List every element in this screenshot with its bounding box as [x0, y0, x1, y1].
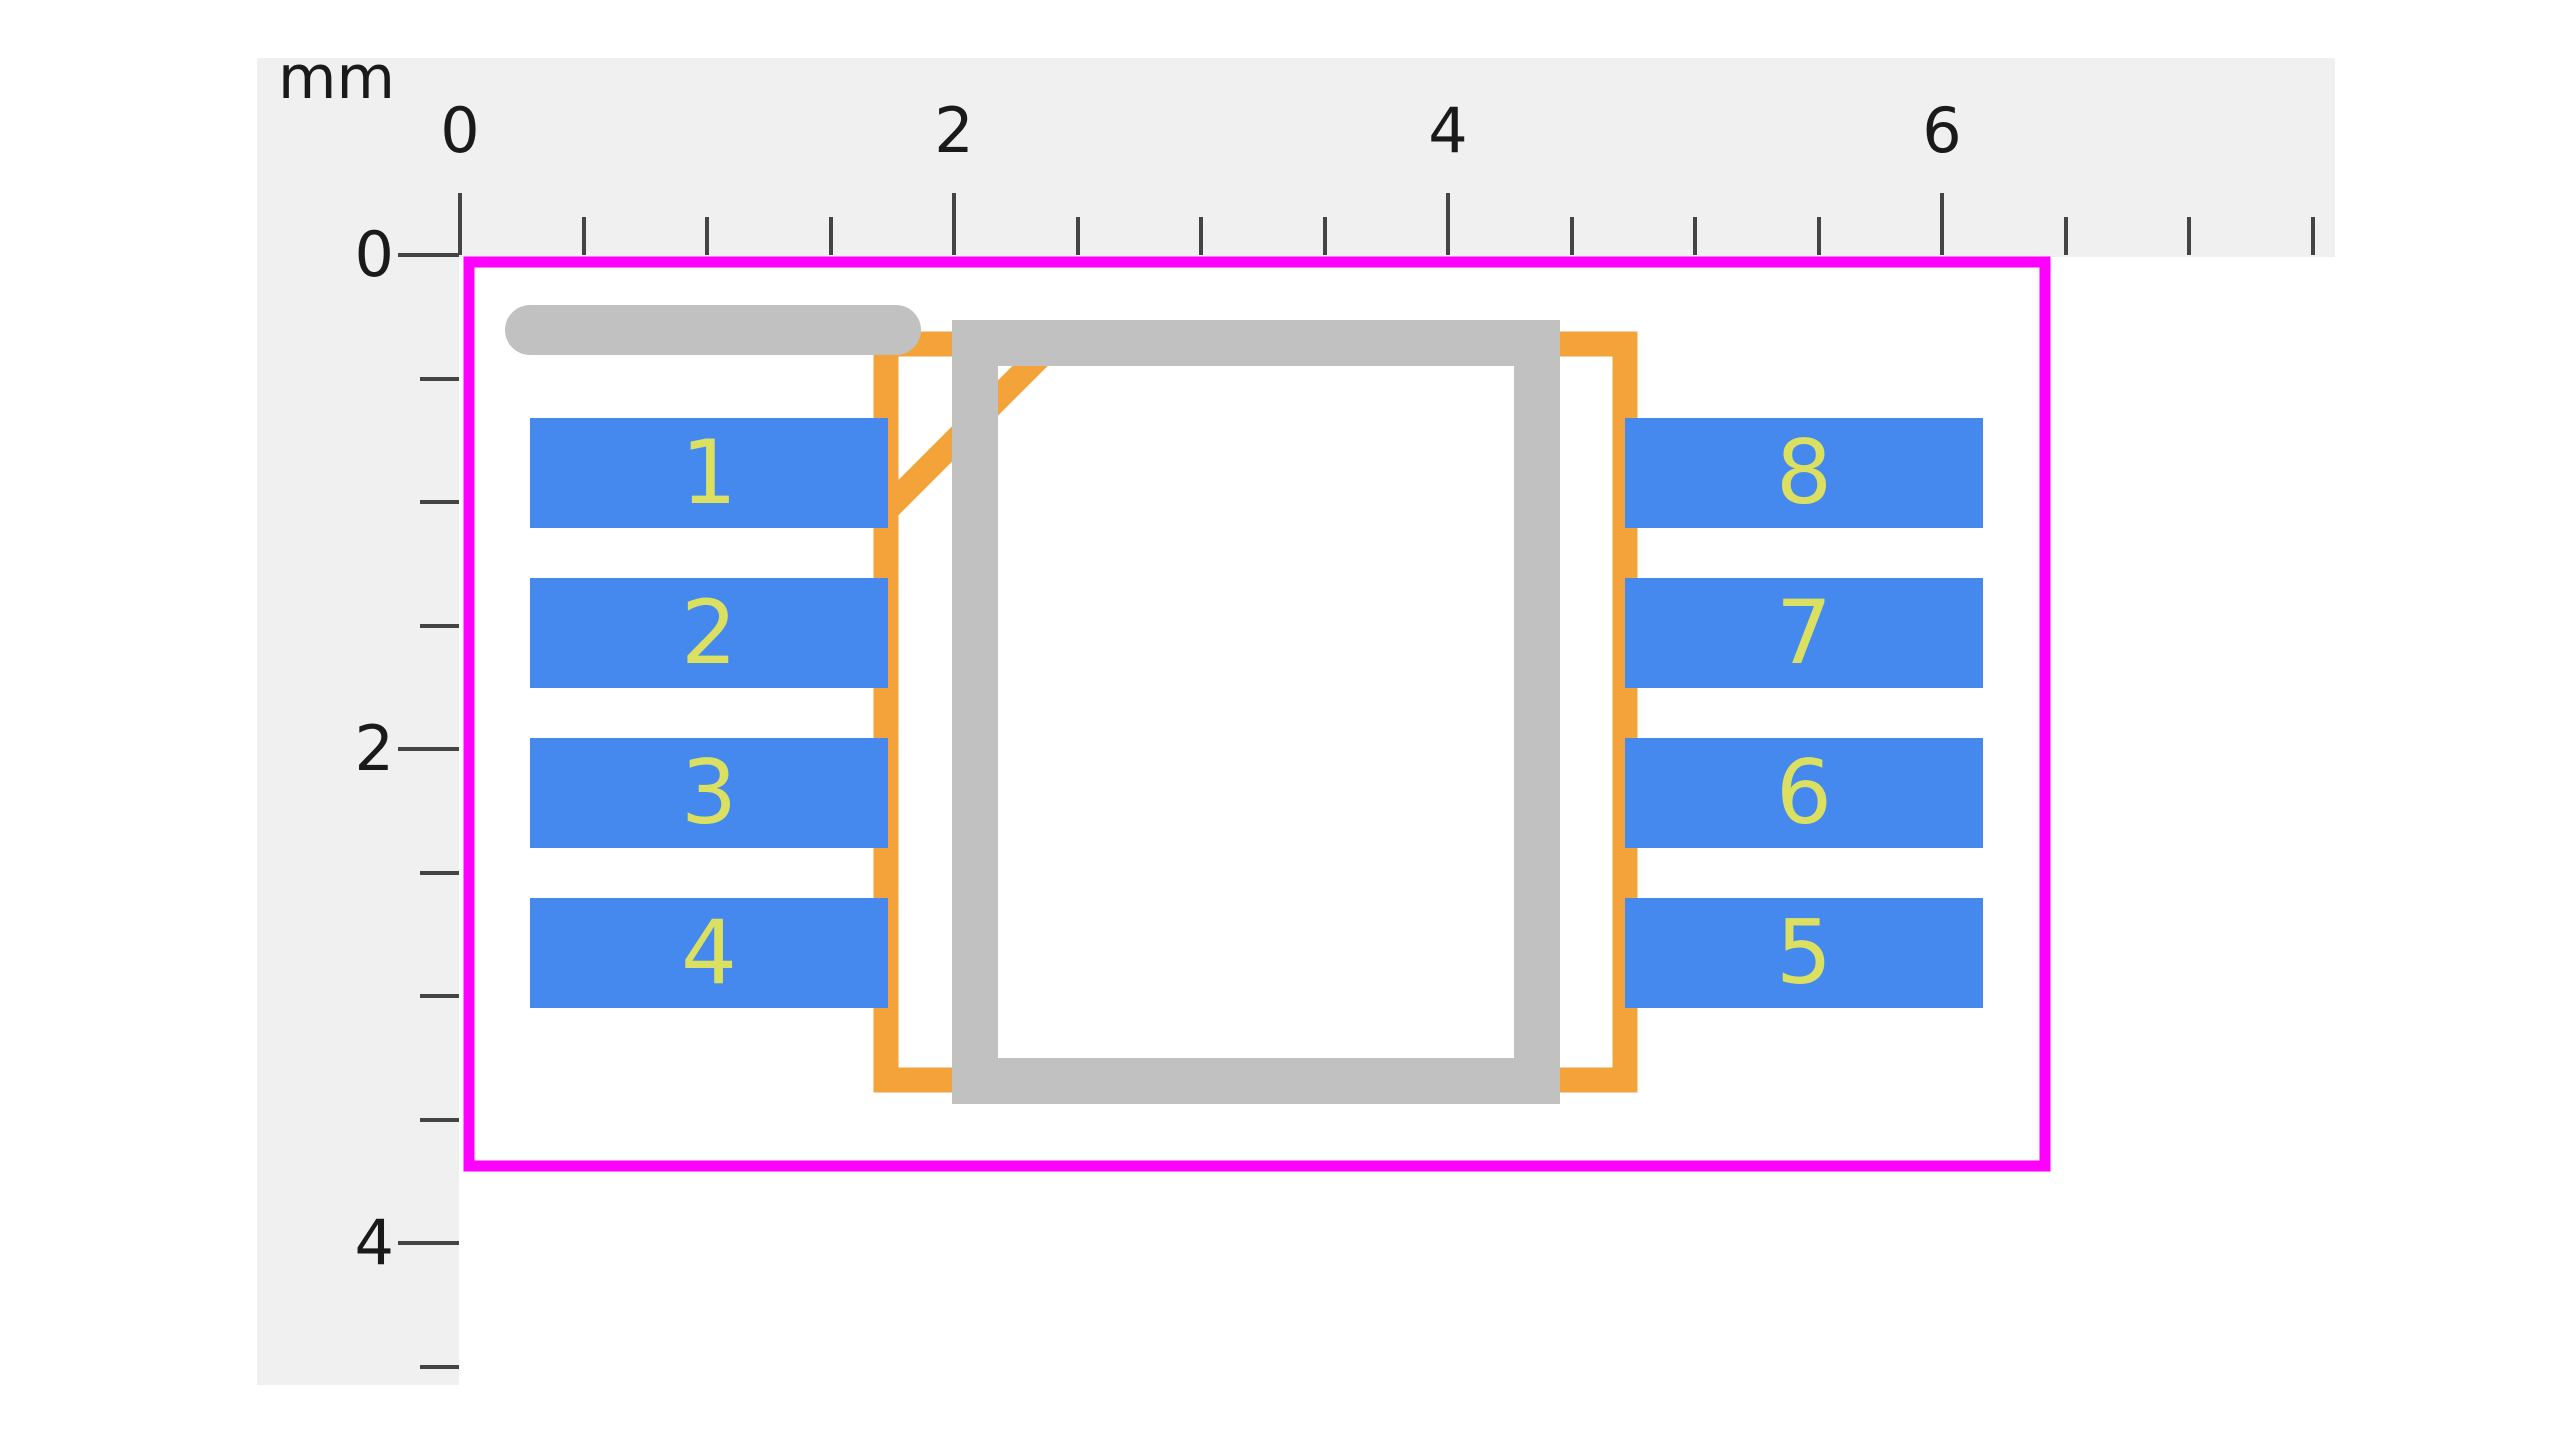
v-ruler-minor-tick	[420, 376, 459, 381]
pad-3: 3	[530, 738, 888, 848]
h-ruler-major-tick	[1940, 193, 1944, 255]
h-ruler-number: 6	[1922, 94, 1962, 167]
pad-number: 7	[1776, 581, 1832, 684]
h-ruler-number: 2	[934, 94, 974, 167]
v-ruler-minor-tick	[420, 1117, 459, 1122]
pad-number: 3	[681, 741, 737, 844]
h-ruler-minor-tick	[581, 217, 586, 255]
h-ruler-minor-tick	[1816, 217, 1821, 255]
pad-5: 5	[1625, 898, 1983, 1008]
v-ruler-number: 0	[354, 218, 394, 291]
pad-4: 4	[530, 898, 888, 1008]
h-ruler-major-tick	[952, 193, 956, 255]
pad-number: 6	[1776, 741, 1832, 844]
pad-7: 7	[1625, 578, 1983, 688]
h-ruler-minor-tick	[1569, 217, 1574, 255]
v-ruler-minor-tick	[420, 500, 459, 504]
pad-number: 2	[681, 581, 737, 684]
pad-number: 1	[681, 421, 737, 524]
h-ruler-major-tick	[458, 193, 462, 255]
pad-number: 4	[681, 901, 737, 1004]
v-ruler-minor-tick	[420, 1364, 459, 1369]
pad-number: 5	[1776, 901, 1832, 1004]
ruler-horizontal	[257, 58, 2335, 257]
v-ruler-major-tick	[398, 253, 459, 257]
h-ruler-minor-tick	[828, 217, 833, 255]
pin1-reference-bar	[505, 305, 921, 355]
h-ruler-minor-tick	[1199, 217, 1203, 255]
h-ruler-major-tick	[1446, 193, 1450, 255]
h-ruler-number: 4	[1428, 94, 1468, 167]
h-ruler-minor-tick	[705, 217, 709, 255]
v-ruler-major-tick	[398, 747, 459, 751]
v-ruler-minor-tick	[420, 994, 459, 998]
h-ruler-minor-tick	[1693, 217, 1697, 255]
v-ruler-minor-tick	[420, 870, 459, 875]
pad-number: 8	[1776, 421, 1832, 524]
package-body-outline	[952, 320, 1560, 1104]
pad-2: 2	[530, 578, 888, 688]
h-ruler-minor-tick	[2310, 217, 2315, 255]
pad-1: 1	[530, 418, 888, 528]
h-ruler-minor-tick	[2063, 217, 2068, 255]
v-ruler-major-tick	[398, 1241, 459, 1245]
courtyard-outline	[463, 256, 2051, 1172]
v-ruler-number: 2	[354, 712, 394, 785]
h-ruler-minor-tick	[1322, 217, 1327, 255]
pad-8: 8	[1625, 418, 1983, 528]
ruler-vertical	[257, 58, 459, 1385]
v-ruler-number: 4	[354, 1206, 394, 1279]
h-ruler-number: 0	[440, 94, 480, 167]
ruler-unit-label: mm	[278, 43, 395, 113]
v-ruler-minor-tick	[420, 623, 459, 628]
pad-6: 6	[1625, 738, 1983, 848]
h-ruler-minor-tick	[2187, 217, 2191, 255]
h-ruler-minor-tick	[1075, 217, 1080, 255]
